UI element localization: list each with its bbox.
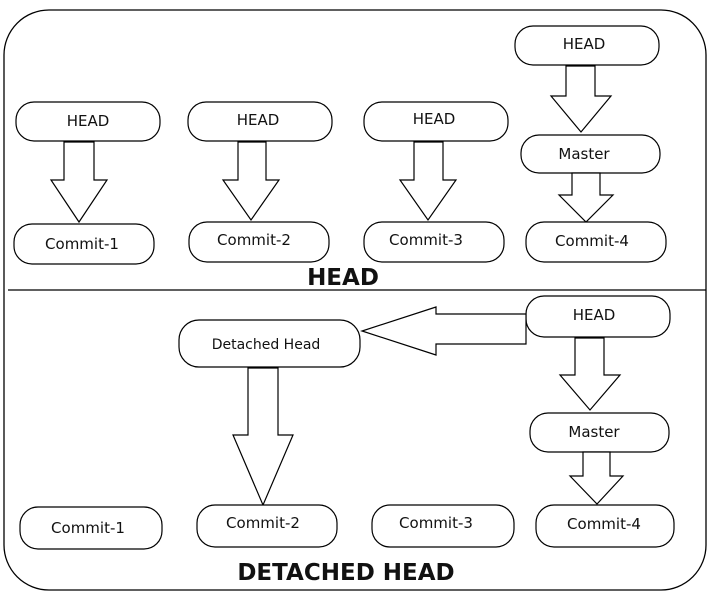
commit-label-1: Commit-1 (45, 235, 119, 253)
down-arrow-2 (221, 141, 281, 222)
commit-label-4: Commit-4 (555, 232, 629, 250)
head-box-1: HEAD (15, 101, 161, 142)
master-box-bottom: Master (529, 412, 670, 453)
down-arrow-bottom-a (558, 337, 622, 411)
section-title-detached-head: DETACHED HEAD (237, 560, 454, 586)
down-arrow-1 (49, 141, 109, 224)
down-arrow-4b (557, 172, 615, 223)
head-label-1: HEAD (67, 112, 110, 130)
commit-label-3: Commit-3 (389, 231, 463, 249)
head-label-4: HEAD (563, 35, 606, 53)
section-title-head: HEAD (307, 265, 379, 291)
bottom-section: HEAD Detached Head Master Commit-1 Commi… (19, 295, 675, 586)
head-label-2: HEAD (237, 111, 280, 129)
master-label-top: Master (558, 145, 610, 163)
commit-box-b2: Commit-2 (196, 504, 338, 548)
down-arrow-4a (549, 65, 613, 133)
head-box-4: HEAD (514, 25, 660, 66)
commit-box-b4: Commit-4 (535, 504, 675, 548)
head-box-3: HEAD (363, 101, 509, 142)
commit-label-b2: Commit-2 (226, 514, 300, 532)
commit-label-2: Commit-2 (217, 231, 291, 249)
head-label-3: HEAD (413, 110, 456, 128)
master-box-top: Master (520, 134, 661, 174)
top-section: HEAD HEAD HEAD HEAD Master Commit-1 (13, 25, 667, 291)
head-box-2: HEAD (187, 101, 333, 142)
down-arrow-detached (232, 367, 294, 507)
commit-box-1: Commit-1 (13, 223, 155, 265)
down-arrow-bottom-b (568, 451, 625, 505)
head-label-bottom: HEAD (573, 306, 616, 324)
commit-label-b3: Commit-3 (399, 514, 473, 532)
commit-box-4: Commit-4 (525, 221, 667, 263)
commit-box-b1: Commit-1 (19, 506, 163, 550)
commit-label-b4: Commit-4 (567, 515, 641, 533)
commit-box-b3: Commit-3 (371, 504, 515, 548)
head-box-bottom: HEAD (525, 295, 671, 338)
commit-label-b1: Commit-1 (51, 519, 125, 537)
master-label-bottom: Master (568, 423, 620, 441)
detached-head-box: Detached Head (178, 319, 361, 368)
detached-head-label: Detached Head (212, 337, 321, 353)
commit-box-3: Commit-3 (363, 221, 505, 263)
left-arrow (360, 306, 527, 356)
commit-box-2: Commit-2 (188, 221, 330, 263)
down-arrow-3 (398, 141, 458, 222)
